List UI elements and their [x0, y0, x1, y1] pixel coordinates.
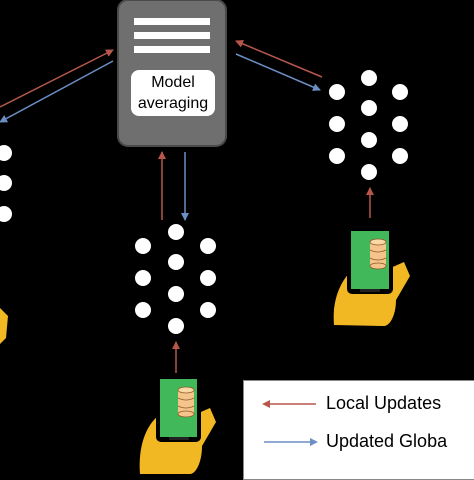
- left-update-arrows: [0, 49, 114, 123]
- legend-local-updates: Local Updates: [262, 393, 441, 414]
- local-updates-line-icon: [262, 399, 316, 408]
- neural-network-icon: [135, 224, 216, 334]
- legend-global-updates-label: Updated Globa: [326, 431, 448, 451]
- center-update-arrows: [158, 151, 189, 221]
- legend: Local Updates Updated Globa: [243, 380, 474, 480]
- hand-icon: [0, 308, 8, 344]
- legend-local-updates-label: Local Updates: [326, 393, 442, 413]
- model-averaging-line1: Model: [151, 74, 195, 91]
- neural-network-icon: [0, 145, 12, 222]
- model-averaging-label: Model averaging: [131, 70, 215, 116]
- right-update-arrows: [235, 40, 323, 91]
- database-icon: [369, 238, 387, 270]
- global-updates-line-icon: [264, 437, 318, 446]
- model-averaging-line2: averaging: [137, 95, 209, 112]
- neural-network-icon: [329, 70, 408, 180]
- smartphone-icon: [139, 374, 216, 474]
- smartphone-icon: [333, 226, 410, 326]
- database-icon: [177, 386, 195, 418]
- legend-global-updates: Updated Globa: [262, 431, 447, 452]
